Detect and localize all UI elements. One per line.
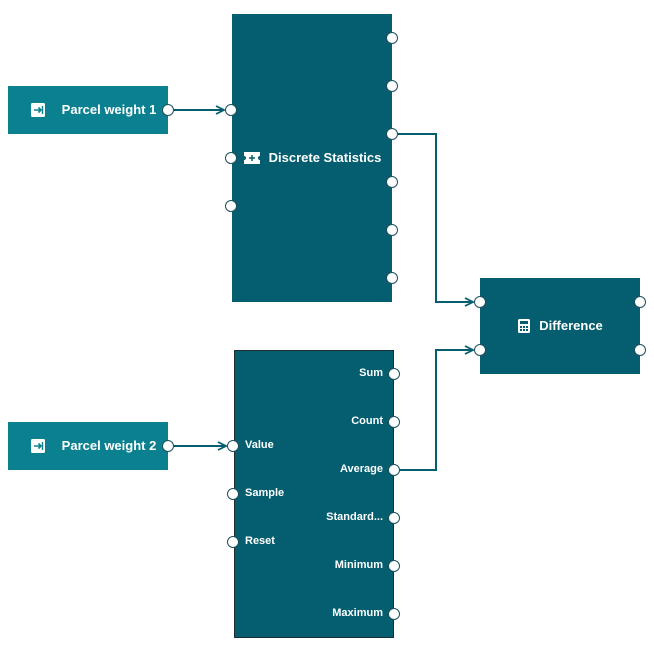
difference-label: Difference (539, 318, 603, 333)
discrete-statistics-node[interactable]: Discrete Statistics (232, 14, 392, 302)
wire-stats-average-to-difference-1 (398, 133, 473, 302)
discrete-statistics-output-port-2[interactable] (386, 80, 398, 92)
parcel-weight-2-node[interactable]: Parcel weight 2 (8, 422, 168, 470)
difference-node[interactable]: Difference (480, 278, 640, 374)
parcel-weight-2-output-port[interactable] (162, 440, 174, 452)
difference-input-port-1[interactable] (474, 296, 486, 308)
maximum-output-port[interactable] (388, 608, 400, 620)
count-output-port[interactable] (388, 416, 400, 428)
sum-output-port[interactable] (388, 368, 400, 380)
calculator-icon (518, 319, 531, 333)
standard-output-port[interactable] (388, 512, 400, 524)
discrete-statistics-input-port-2[interactable] (225, 152, 237, 164)
statistics-icon (243, 152, 260, 164)
value-input-port[interactable] (227, 440, 239, 452)
input-label-value: Value (245, 439, 274, 451)
discrete-statistics-input-port-3[interactable] (225, 200, 237, 212)
discrete-statistics-output-port-3[interactable] (386, 128, 398, 140)
parcel-weight-1-output-port[interactable] (162, 104, 174, 116)
output-label-minimum: Minimum (334, 559, 383, 571)
output-label-sum: Sum (359, 367, 383, 379)
output-label-standard: Standard... (326, 511, 383, 523)
discrete-statistics-output-port-5[interactable] (386, 224, 398, 236)
reset-input-port[interactable] (227, 536, 239, 548)
discrete-statistics-label: Discrete Statistics (268, 150, 382, 165)
input-arrow-icon (31, 439, 45, 453)
average-output-port[interactable] (388, 464, 400, 476)
input-arrow-icon (31, 103, 45, 117)
input-label-sample: Sample (245, 487, 285, 499)
parcel-weight-2-label: Parcel weight 2 (61, 438, 157, 453)
parcel-weight-1-node[interactable]: Parcel weight 1 (8, 86, 168, 134)
discrete-statistics-output-port-4[interactable] (386, 176, 398, 188)
sample-input-port[interactable] (227, 488, 239, 500)
minimum-output-port[interactable] (388, 560, 400, 572)
output-label-average: Average (339, 463, 383, 475)
discrete-statistics-expanded-node[interactable]: Value Sample Reset Sum Count Average Sta… (234, 350, 394, 638)
wire-stats2-average-to-difference-2 (399, 350, 473, 471)
discrete-statistics-input-port-1[interactable] (225, 104, 237, 116)
input-label-reset: Reset (245, 535, 275, 547)
difference-output-port-2[interactable] (634, 344, 646, 356)
parcel-weight-1-label: Parcel weight 1 (61, 102, 157, 117)
output-label-count: Count (351, 415, 383, 427)
discrete-statistics-output-port-6[interactable] (386, 272, 398, 284)
difference-output-port-1[interactable] (634, 296, 646, 308)
output-label-maximum: Maximum (332, 607, 383, 619)
discrete-statistics-output-port-1[interactable] (386, 32, 398, 44)
difference-input-port-2[interactable] (474, 344, 486, 356)
